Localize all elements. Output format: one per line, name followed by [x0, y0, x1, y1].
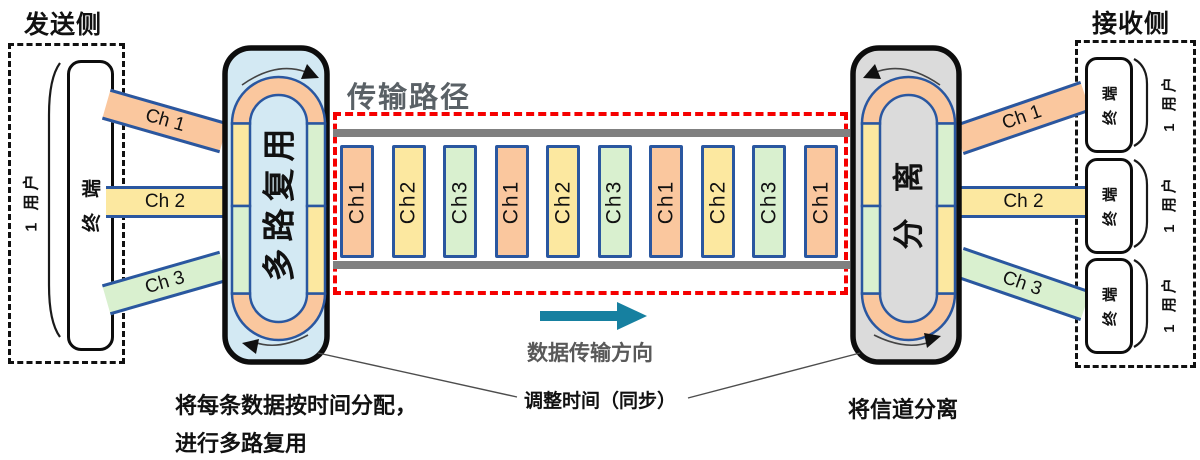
- ring-segment-ch1: [860, 292, 957, 342]
- receiving-terminal-label: 终端: [1101, 277, 1119, 326]
- transmission-path-box: [333, 112, 848, 295]
- ring-segment-ch1: [230, 292, 327, 342]
- time-slot-row: Ch1 Ch2 Ch3 Ch1 Ch2 Ch3 Ch1 Ch2 Ch3 Ch1: [340, 145, 838, 258]
- channel-band-label: Ch 2: [1003, 191, 1044, 212]
- demultiplexer-rotor-ring: [860, 75, 957, 342]
- receiving-terminal-2: 终端: [1085, 158, 1133, 254]
- channel-band-ch2-left: Ch 2: [106, 186, 224, 218]
- ring-segment-ch1: [230, 75, 327, 125]
- ring-segment-ch2: [935, 204, 957, 295]
- rotation-arrow-icon: [924, 333, 941, 348]
- time-slot: Ch1: [494, 145, 529, 258]
- rotation-arrow-icon: [301, 64, 319, 79]
- data-direction-arrow-icon: [540, 302, 647, 330]
- channel-band-label: Ch 2: [144, 191, 186, 212]
- demultiplexer: 分离: [850, 45, 962, 365]
- rotation-arrow-icon: [863, 64, 881, 79]
- time-slot: Ch3: [752, 145, 787, 258]
- multiplexer-caption-line2: 进行多路复用: [175, 431, 308, 456]
- multiplexer-graphic: [222, 45, 330, 365]
- transmission-path-title: 传输路径: [347, 82, 472, 114]
- rotation-arc: [241, 67, 307, 86]
- multiplexer: 多路复用: [222, 45, 330, 365]
- sync-connector-line-right: [687, 352, 861, 399]
- channel-band-ch2-right: Ch 2: [960, 186, 1087, 218]
- rotation-arc: [873, 334, 931, 347]
- time-slot: Ch2: [546, 145, 581, 258]
- transmission-rail-top: [333, 129, 850, 137]
- ring-segment-ch3: [860, 204, 882, 295]
- time-slot: Ch1: [803, 145, 838, 258]
- time-slot: Ch1: [340, 145, 374, 258]
- demultiplexer-label: 分离: [891, 135, 927, 249]
- channel-band-ch3-right: Ch 3: [953, 247, 1091, 321]
- data-direction-label: 数据传输方向: [527, 342, 653, 365]
- sending-terminal-label: 终端: [82, 163, 104, 233]
- ring-segment-ch3: [230, 204, 252, 295]
- multiplexer-caption-line1: 将每条数据按时间分配，: [175, 393, 418, 418]
- time-slot: Ch3: [597, 145, 632, 258]
- time-slot: Ch3: [443, 145, 478, 258]
- demultiplexer-graphic: [850, 45, 962, 365]
- receiving-terminal-1: 终端: [1085, 57, 1133, 153]
- receiving-side-title: 接收侧: [1092, 10, 1171, 38]
- multiplexer-rotor-ring: [230, 75, 327, 342]
- ring-segment-ch2: [305, 204, 327, 295]
- channel-band-label: Ch 3: [999, 267, 1045, 300]
- channel-band-ch1-right: Ch 1: [953, 81, 1091, 155]
- rotation-arc: [875, 67, 941, 86]
- time-slot: Ch2: [700, 145, 735, 258]
- channel-band-label: Ch 1: [142, 104, 188, 137]
- demultiplexer-caption: 将信道分离: [848, 397, 959, 422]
- rotation-arrow-icon: [242, 339, 259, 354]
- channel-band-label: Ch 1: [999, 101, 1045, 134]
- channel-band-label: Ch 3: [142, 266, 188, 299]
- sending-side-title: 发送侧: [24, 11, 103, 39]
- transmission-rail-bottom: [333, 261, 850, 269]
- sync-label: 调整时间（同步）: [524, 391, 677, 412]
- multiplexer-label: 多路复用: [260, 121, 297, 282]
- receiving-terminal-3: 终端: [1085, 258, 1133, 354]
- time-slot: Ch1: [649, 145, 684, 258]
- receiving-terminal-label: 终端: [1101, 76, 1119, 125]
- time-slot: Ch2: [391, 145, 426, 258]
- receiving-terminal-label: 终端: [1101, 177, 1119, 226]
- ring-segment-ch1: [860, 75, 957, 125]
